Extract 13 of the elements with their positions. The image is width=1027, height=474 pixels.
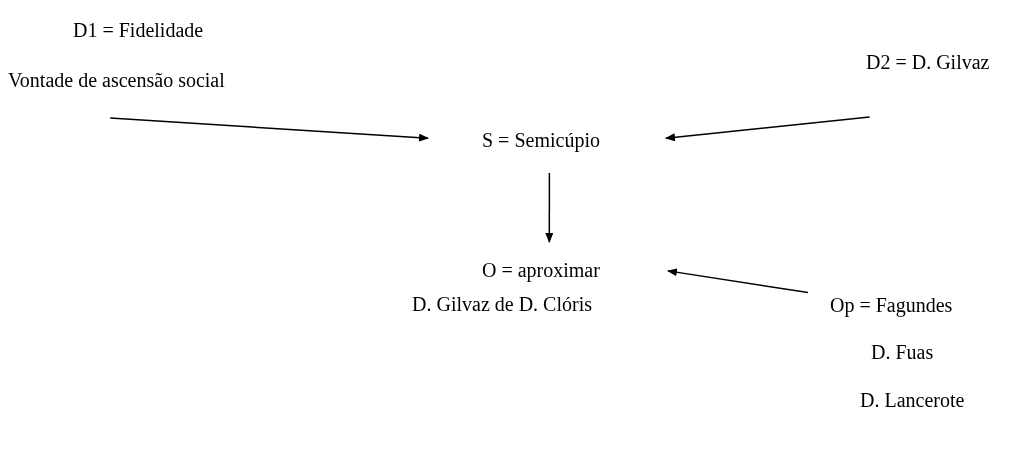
arrow <box>665 116 871 142</box>
actant-label: O = aproximar <box>482 258 600 282</box>
actant-label: Vontade de ascensão social <box>8 68 225 92</box>
actant-label: D2 = D. Gilvaz <box>866 50 990 74</box>
actant-label: D. Lancerote <box>860 388 965 412</box>
arrow <box>667 268 809 294</box>
actant-label: D. Fuas <box>871 340 934 364</box>
arrow <box>109 117 429 142</box>
actant-label: S = Semicúpio <box>482 128 600 152</box>
actant-label: D1 = Fidelidade <box>73 18 204 42</box>
arrow <box>545 172 554 243</box>
actant-label: D. Gilvaz de D. Clóris <box>412 292 592 316</box>
actant-label: Op = Fagundes <box>830 293 953 317</box>
